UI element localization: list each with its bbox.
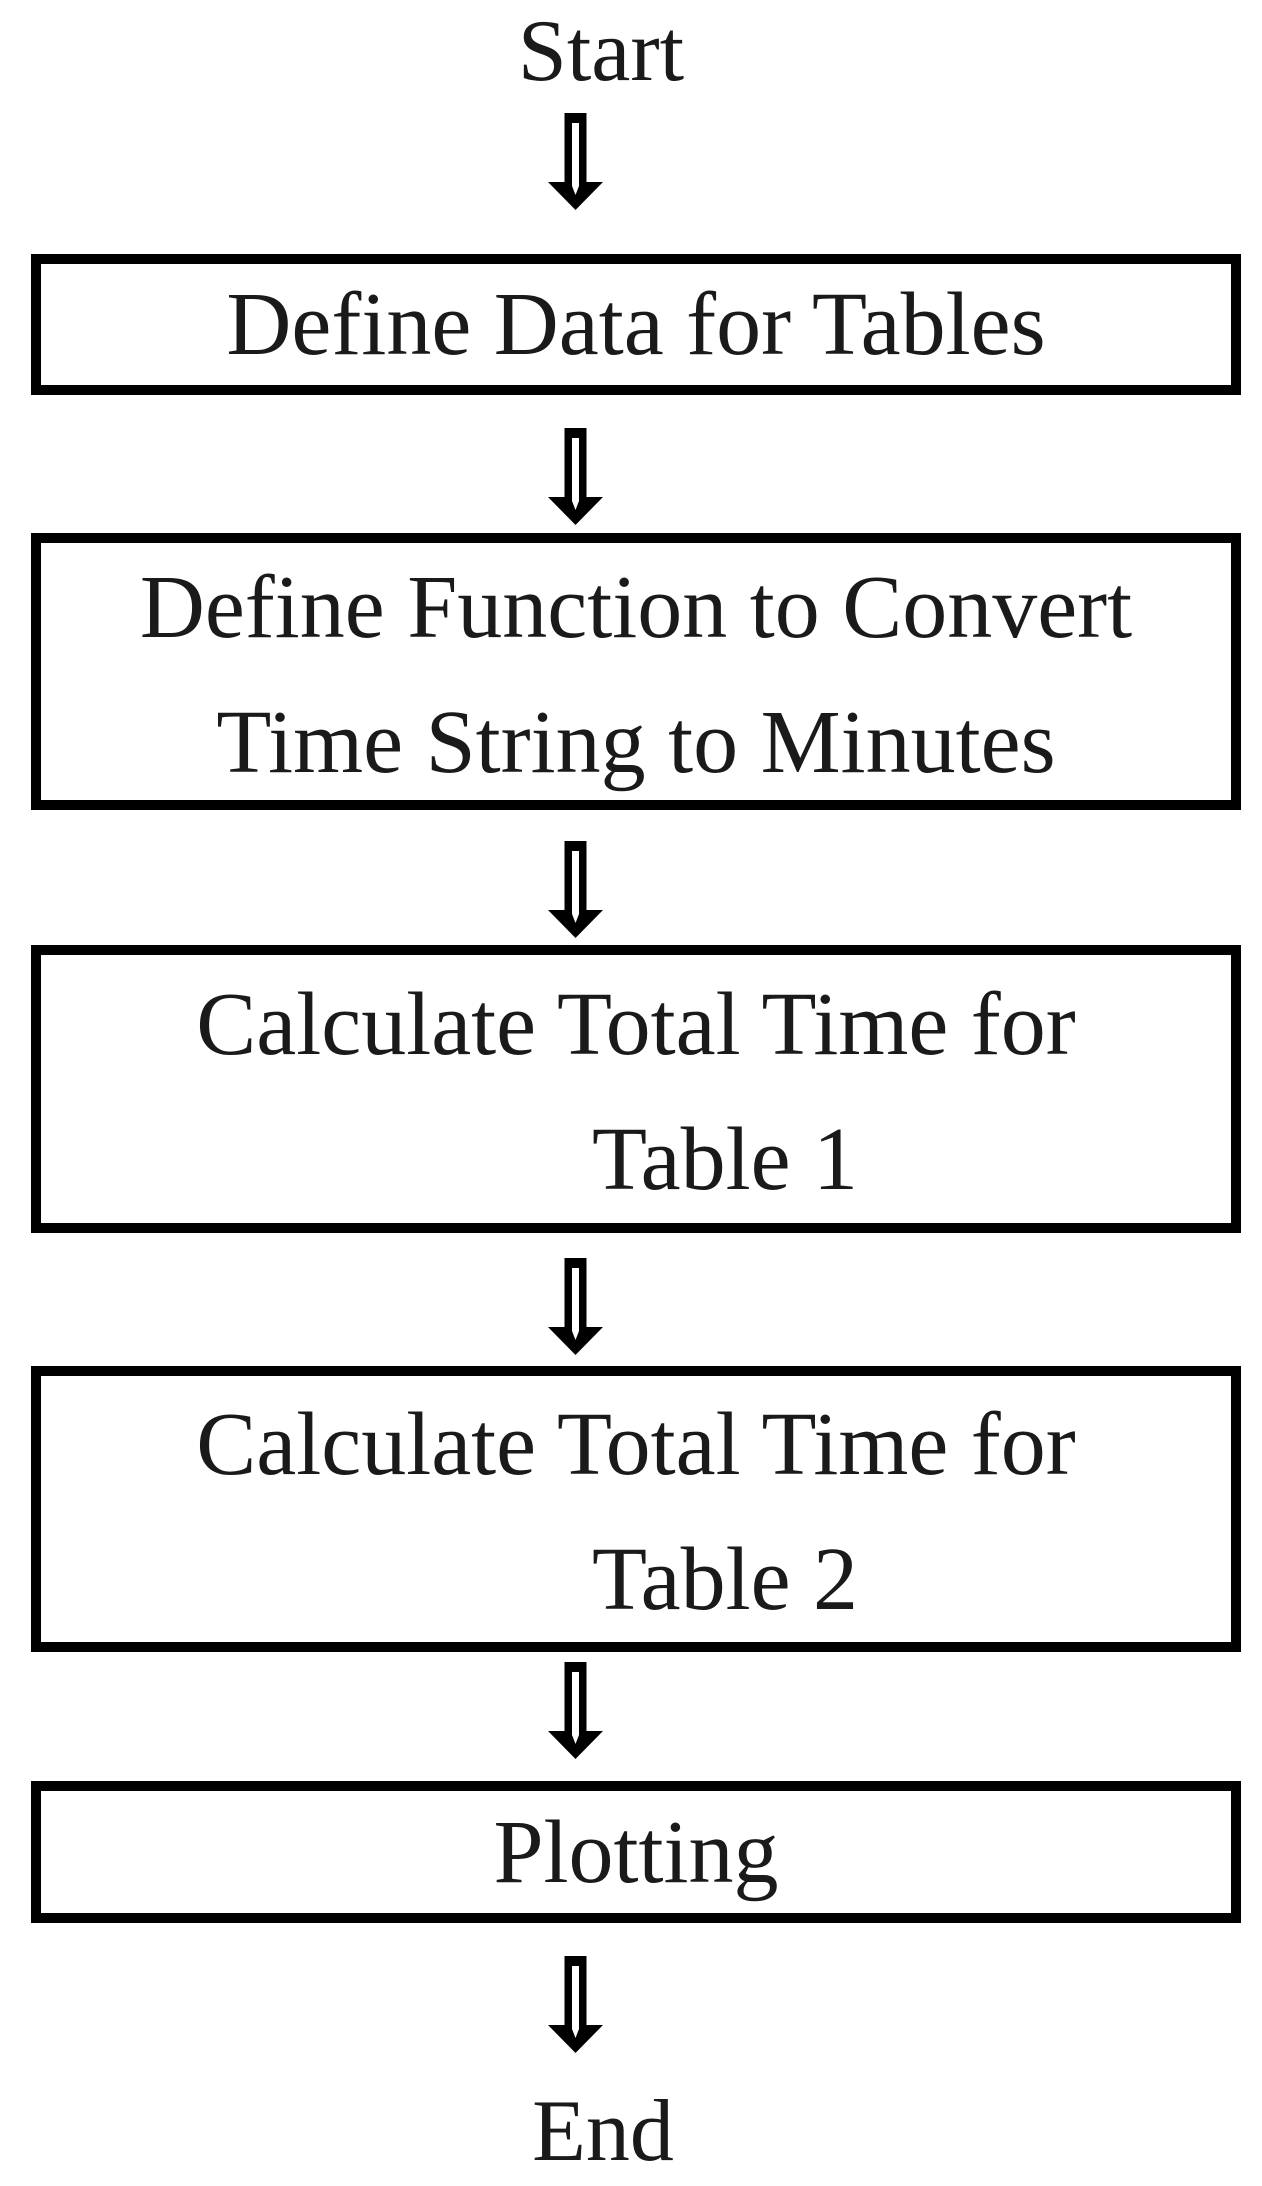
box-line: Table 1	[591, 1110, 859, 1209]
end-label: End	[532, 2083, 674, 2180]
start-label: Start	[517, 3, 685, 100]
flow-box-plotting: Plotting	[31, 1781, 1241, 1923]
down-arrow-icon	[548, 113, 603, 210]
down-arrow-icon	[548, 1258, 603, 1355]
down-arrow-icon	[548, 428, 603, 525]
box-line: Table 2	[591, 1530, 859, 1629]
box-line: Calculate Total Time for	[196, 975, 1076, 1074]
box-line: Define Function to Convert	[139, 557, 1133, 657]
box-line: Time String to Minutes	[216, 692, 1056, 792]
down-arrow-icon	[548, 1662, 603, 1759]
flow-box-total-time-table-1: Calculate Total Time for Table 1	[31, 945, 1241, 1233]
down-arrow-icon	[548, 1956, 603, 2053]
box-line: Plotting	[493, 1802, 779, 1902]
down-arrow-icon	[548, 841, 603, 938]
flow-box-define-data: Define Data for Tables	[31, 254, 1241, 395]
flow-box-total-time-table-2: Calculate Total Time for Table 2	[31, 1366, 1241, 1652]
box-line: Calculate Total Time for	[196, 1395, 1076, 1494]
flow-box-convert-function: Define Function to Convert Time String t…	[31, 533, 1241, 810]
box-line: Define Data for Tables	[226, 275, 1046, 374]
